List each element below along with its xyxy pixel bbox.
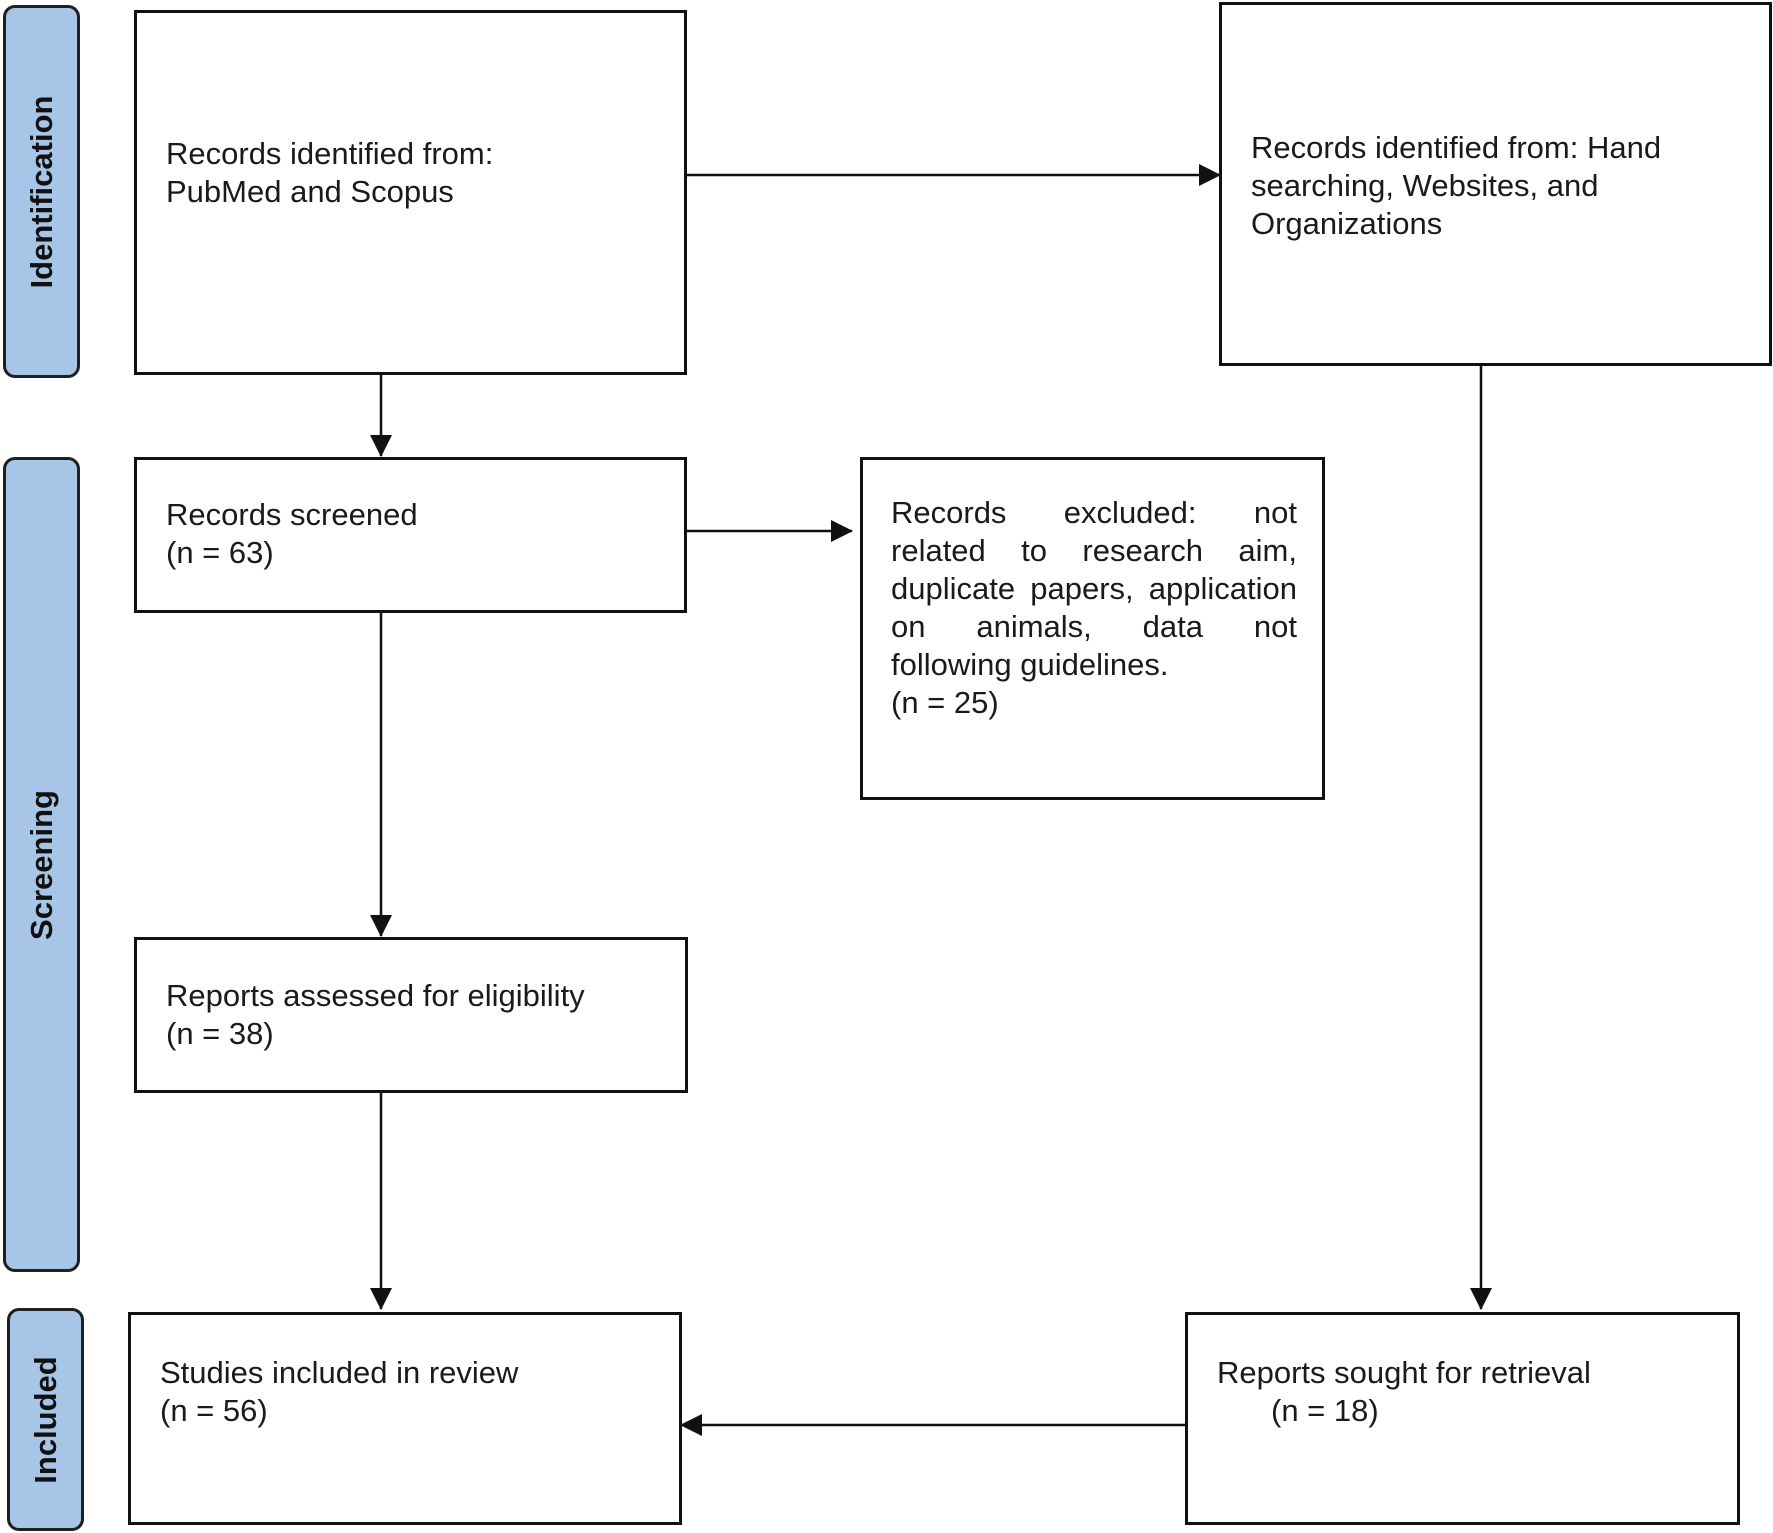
box-reports-retrieval: Reports sought for retrieval (n = 18)	[1185, 1312, 1740, 1525]
box-records-excluded: Records excluded: not related to researc…	[860, 457, 1325, 800]
box-records-screened: Records screened (n = 63)	[134, 457, 687, 613]
phase-screening: Screening	[3, 457, 80, 1272]
phase-identification-label: Identification	[23, 95, 59, 288]
screened-count: (n = 63)	[166, 535, 274, 570]
phase-identification: Identification	[3, 5, 80, 378]
box-other-records: Records identified from: Hand searching,…	[1219, 2, 1772, 366]
database-records-text: Records identified from: PubMed and Scop…	[166, 136, 494, 209]
eligibility-title: Reports assessed for eligibility	[166, 978, 585, 1013]
box-database-records: Records identified from: PubMed and Scop…	[134, 10, 687, 375]
included-title: Studies included in review	[160, 1355, 519, 1390]
phase-included-label: Included	[27, 1355, 63, 1484]
excluded-count: (n = 25)	[891, 685, 999, 720]
screened-title: Records screened	[166, 497, 418, 532]
phase-screening-label: Screening	[23, 789, 59, 940]
box-studies-included: Studies included in review (n = 56)	[128, 1312, 682, 1525]
included-count: (n = 56)	[160, 1393, 268, 1428]
retrieval-title: Reports sought for retrieval	[1217, 1355, 1591, 1390]
box-eligibility: Reports assessed for eligibility (n = 38…	[134, 937, 688, 1093]
retrieval-count: (n = 18)	[1271, 1393, 1379, 1428]
other-records-text: Records identified from: Hand searching,…	[1251, 130, 1662, 241]
eligibility-count: (n = 38)	[166, 1016, 274, 1051]
phase-included: Included	[7, 1308, 84, 1531]
excluded-reason: Records excluded: not related to researc…	[891, 495, 1297, 682]
